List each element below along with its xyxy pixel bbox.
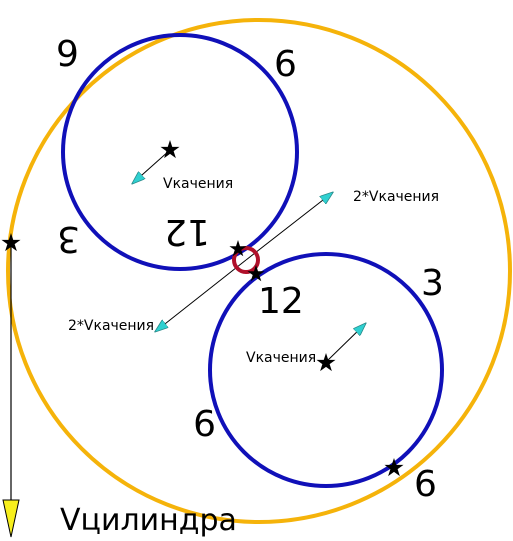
- v-cylinder-label: Vцилиндра: [60, 503, 237, 538]
- top-dial-twelve: 12: [164, 211, 210, 252]
- star-icon: [160, 140, 180, 159]
- star-icon: [247, 265, 265, 282]
- star-icon: [229, 240, 247, 257]
- top-dial-three: 3: [57, 218, 80, 259]
- top-dial-six: 6: [274, 44, 297, 85]
- outer-cylinder-circle: [6, 18, 512, 524]
- top-v-rolling-arrow: [133, 149, 171, 183]
- twice-v-arrow-up-right: [245, 193, 332, 261]
- star-icon: [384, 458, 404, 477]
- top-rolling-circle: [61, 33, 299, 271]
- contact-point-icon: [232, 246, 260, 274]
- v-cylinder-arrow-head: [2, 499, 20, 538]
- bottom-v-rolling-arrow: [325, 324, 365, 363]
- twice-v-rolling-right-label: 2*Vкачения: [353, 189, 439, 205]
- bottom-dial-twelve: 12: [258, 281, 304, 322]
- star-icon: [316, 353, 336, 372]
- twice-v-arrow-down-left: [156, 259, 247, 331]
- bottom-dial-three: 3: [421, 263, 444, 304]
- bottom-dial-six: 6: [414, 464, 437, 505]
- bottom-dial-nine: 9: [193, 401, 216, 442]
- v-rolling-bottom-label: Vкачения: [246, 350, 316, 366]
- v-rolling-top-label: Vкачения: [163, 176, 233, 192]
- top-dial-nine: 9: [56, 34, 79, 75]
- bottom-rolling-circle: [208, 252, 444, 488]
- twice-v-rolling-left-label: 2*Vкачения: [68, 318, 154, 334]
- star-icon: [1, 233, 21, 252]
